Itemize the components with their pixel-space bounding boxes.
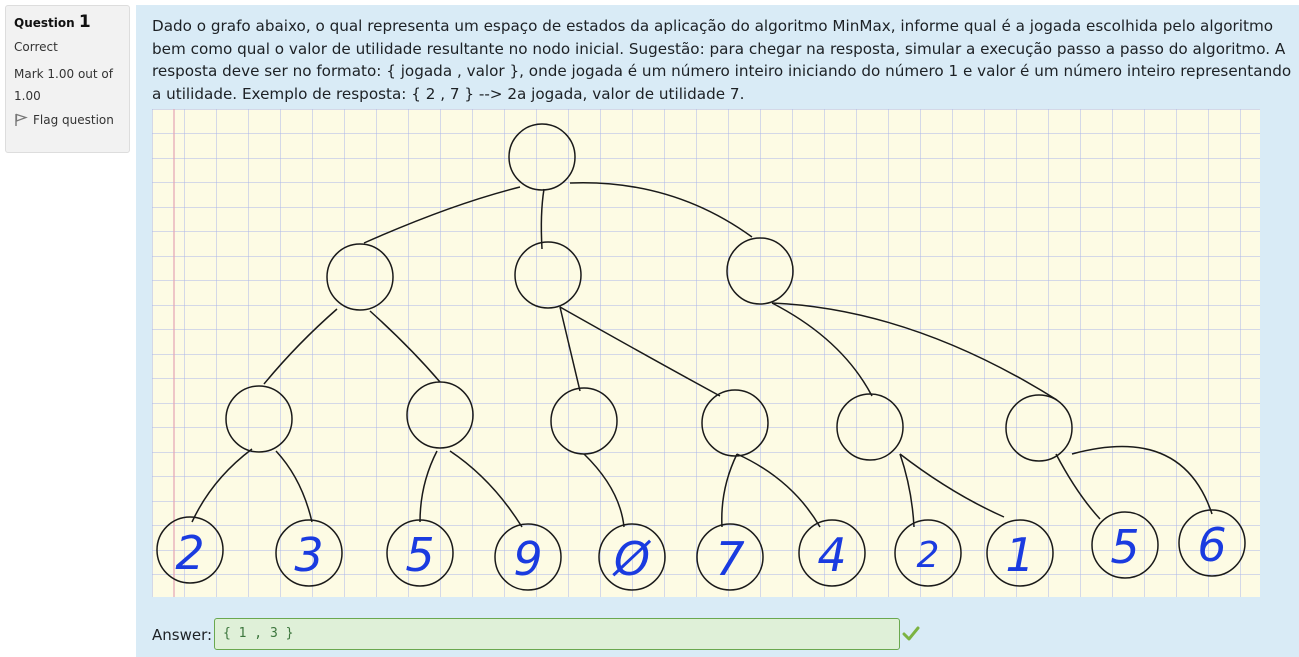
node-l1-1: [326, 243, 394, 311]
leaf-value: 5: [405, 528, 434, 582]
leaf-node: [275, 519, 343, 587]
node-l2-4: [701, 389, 769, 457]
question-text: Dado o grafo abaixo, o qual representa u…: [152, 17, 1292, 103]
leaf-node: [156, 516, 224, 584]
question-label: Question: [14, 16, 75, 30]
leaf-value: Ø: [612, 532, 652, 586]
question-number-value: 1: [78, 12, 91, 32]
root-node: [508, 123, 576, 191]
leaf-value: 2: [917, 535, 940, 576]
tree-edges: [191, 181, 1213, 528]
leaf-node: [1178, 509, 1246, 577]
leaf-node: [798, 519, 866, 587]
node-l2-6: [1005, 394, 1073, 462]
leaf-node: [386, 519, 454, 587]
question-number: Question 1: [14, 12, 121, 32]
leaf-node: [1091, 511, 1159, 579]
question-grade: Mark 1.00 out of 1.00: [14, 67, 113, 103]
tree-nodes: [156, 123, 1246, 591]
leaf-value: 6: [1197, 518, 1226, 572]
answer-input[interactable]: { 1 , 3 }: [214, 618, 900, 650]
leaf-node: [598, 523, 666, 591]
leaf-node: [986, 519, 1054, 587]
node-l2-5: [836, 393, 904, 461]
answer-label: Answer:: [152, 626, 213, 644]
correct-check-icon: [902, 626, 920, 641]
flag-question-link[interactable]: Flag question: [14, 113, 121, 127]
question-content: Dado o grafo abaixo, o qual representa u…: [136, 5, 1299, 657]
leaf-value: 9: [513, 532, 542, 586]
node-l1-2: [514, 241, 582, 309]
answer-row: Answer: { 1 , 3 }: [152, 618, 952, 652]
node-l2-3: [550, 387, 618, 455]
question-info-panel: Question 1 Correct Mark 1.00 out of 1.00…: [5, 5, 130, 153]
node-l2-1: [225, 385, 293, 453]
leaf-value: 2: [175, 526, 204, 580]
leaf-value: 7: [715, 532, 744, 586]
flag-question-label: Flag question: [33, 113, 114, 127]
leaf-value: 1: [1005, 528, 1034, 582]
leaf-node: [494, 523, 562, 591]
question-state: Correct: [14, 40, 58, 54]
leaf-value: 4: [817, 528, 846, 582]
node-l2-2: [406, 381, 474, 449]
leaf-node: [894, 519, 962, 587]
node-l1-3: [726, 237, 794, 305]
leaf-values: 2 3 5 9 Ø 7 4 2 1 5 6: [175, 518, 1226, 586]
leaf-value: 3: [294, 528, 323, 582]
minmax-tree-image: 2 3 5 9 Ø 7 4 2 1 5 6: [152, 109, 1260, 597]
flag-icon: [15, 113, 28, 126]
leaf-value: 5: [1110, 520, 1139, 574]
leaf-node: [696, 523, 764, 591]
